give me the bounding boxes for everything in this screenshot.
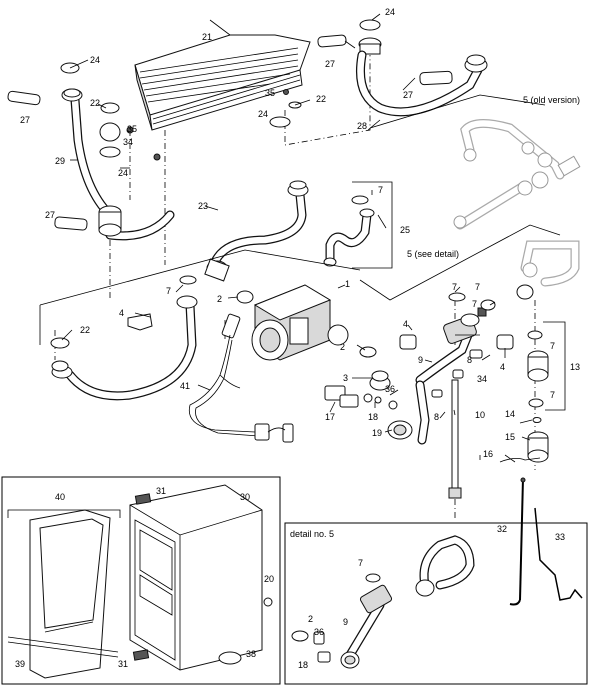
- callout-7: 7: [378, 185, 383, 195]
- callout-23: 23: [198, 201, 208, 211]
- rod-10: [448, 379, 462, 499]
- gasket-27-group: [7, 34, 453, 231]
- heat-exchanger-21: [134, 34, 311, 131]
- callout-29: 29: [55, 156, 65, 166]
- callout-24: 24: [118, 168, 128, 178]
- seals-near-exchanger: [99, 19, 382, 161]
- callout-22: 22: [316, 94, 326, 104]
- callout-24: 24: [258, 109, 268, 119]
- callout-18: 18: [368, 412, 378, 422]
- callout-18: 18: [298, 660, 308, 670]
- callout-21: 21: [202, 32, 212, 42]
- callout-4: 4: [500, 362, 505, 372]
- pipe-29: [60, 62, 175, 241]
- callout-27: 27: [325, 59, 335, 69]
- callout-40: 40: [55, 492, 65, 502]
- callout-22: 22: [90, 98, 100, 108]
- sensor-32: [509, 477, 526, 606]
- valve-assembly: [324, 292, 514, 445]
- callout-7: 7: [550, 390, 555, 400]
- callout-14: 14: [505, 409, 515, 419]
- callout-7: 7: [166, 286, 171, 296]
- callout-35: 35: [265, 88, 275, 98]
- callout-33: 33: [555, 532, 565, 542]
- callout-8: 8: [434, 412, 439, 422]
- callout-30: 30: [240, 492, 250, 502]
- callout-7: 7: [452, 282, 457, 292]
- callout-27: 27: [45, 210, 55, 220]
- pipe-28: [355, 50, 488, 117]
- callout-7: 7: [358, 558, 363, 568]
- parts-13-stack: [499, 350, 549, 463]
- callout-32: 32: [497, 524, 507, 534]
- callout-9: 9: [343, 617, 348, 627]
- callout-19: 19: [372, 428, 382, 438]
- callout-17: 17: [325, 412, 335, 422]
- leader-lines: [61, 13, 533, 463]
- cable-41: [188, 313, 294, 443]
- callout-31: 31: [118, 659, 128, 669]
- callout-15: 15: [505, 432, 515, 442]
- callout-13: 13: [570, 362, 580, 372]
- callout-7: 7: [475, 282, 480, 292]
- callout-20: 20: [264, 574, 274, 584]
- callout-31: 31: [156, 486, 166, 496]
- callout-4: 4: [403, 319, 408, 329]
- callout-10: 10: [475, 410, 485, 420]
- callout-7: 7: [472, 299, 477, 309]
- callout-9: 9: [418, 355, 423, 365]
- callout-41: 41: [180, 381, 190, 391]
- callout-2: 2: [340, 342, 345, 352]
- callout-28: 28: [357, 121, 367, 131]
- callout-24: 24: [90, 55, 100, 65]
- callout-1: 1: [345, 279, 350, 289]
- detail-box: [284, 522, 588, 685]
- pump-1: [236, 284, 391, 391]
- callout-4: 4: [119, 308, 124, 318]
- callout-labels: 21 24 27 24 27 22 35 34 29 24 35 22 24 2…: [15, 7, 580, 670]
- callout-3: 3: [343, 373, 348, 383]
- pipe-lower-left: [50, 275, 198, 401]
- pipe-5-detail-top: [516, 240, 580, 340]
- clip-33: [534, 507, 583, 601]
- callout-7: 7: [550, 341, 555, 351]
- pipe-25: [323, 195, 375, 267]
- callout-38: 38: [246, 649, 256, 659]
- old-version-assembly: [453, 119, 581, 230]
- callout-24: 24: [385, 7, 395, 17]
- callout-27: 27: [403, 90, 413, 100]
- callout-35: 35: [127, 124, 137, 134]
- pipe-23: [204, 180, 309, 282]
- callout-27: 27: [20, 115, 30, 125]
- callout-36: 36: [385, 384, 395, 394]
- callout-5-see-detail: 5 (see detail): [407, 249, 459, 259]
- callout-39: 39: [15, 659, 25, 669]
- callout-2: 2: [217, 294, 222, 304]
- callout-16: 16: [483, 449, 493, 459]
- detail-box-title: detail no. 5: [290, 529, 334, 539]
- callout-36: 36: [314, 627, 324, 637]
- bracket-lines: [7, 94, 566, 518]
- callout-25: 25: [400, 225, 410, 235]
- callout-22: 22: [80, 325, 90, 335]
- callout-34: 34: [477, 374, 487, 384]
- callout-2: 2: [308, 614, 313, 624]
- casing-box: [1, 476, 281, 685]
- callout-5-old: 5 (old version): [523, 95, 580, 105]
- callout-34: 34: [123, 137, 133, 147]
- callout-8: 8: [467, 355, 472, 365]
